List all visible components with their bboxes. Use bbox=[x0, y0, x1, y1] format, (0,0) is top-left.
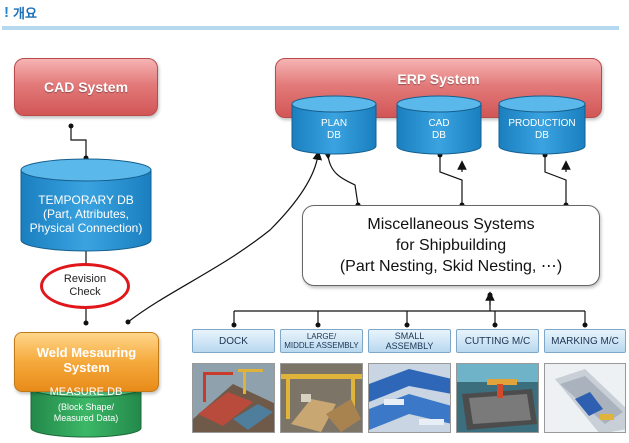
erp-system-label: ERP System bbox=[397, 71, 480, 87]
weld-measuring-system-box: Weld Mesauring System bbox=[14, 332, 159, 392]
header-divider bbox=[2, 26, 619, 30]
misc-systems-box: Miscellaneous Systems for Shipbuilding (… bbox=[302, 205, 600, 286]
temporary-db-label: TEMPORARY DB (Part, Attributes, Physical… bbox=[29, 193, 143, 235]
assembly-photo bbox=[280, 363, 363, 433]
cad-system-label: CAD System bbox=[43, 79, 129, 95]
small-assembly-photo bbox=[368, 363, 451, 433]
station-cutting-mc: CUTTING M/C bbox=[456, 329, 539, 353]
dock-photo bbox=[192, 363, 275, 433]
section-header: ! 개요 bbox=[4, 3, 37, 21]
measure-db-label: MEASURE DB (Block Shape/ Measured Data) bbox=[49, 386, 123, 423]
section-title: 개요 bbox=[13, 5, 37, 21]
misc-line-3: (Part Nesting, Skid Nesting, ⋯) bbox=[339, 258, 563, 275]
misc-line-2: for Shipbuilding bbox=[395, 237, 507, 254]
station-dock: DOCK bbox=[192, 329, 275, 353]
erp-system-box: ERP System bbox=[275, 58, 602, 118]
marking-machine-photo bbox=[544, 363, 626, 433]
station-marking-mc: MARKING M/C bbox=[544, 329, 626, 353]
cad-system-box: CAD System bbox=[14, 58, 158, 116]
misc-line-1: Miscellaneous Systems bbox=[367, 216, 535, 233]
revision-check-node: Revision Check bbox=[40, 263, 130, 309]
exclamation-icon: ! bbox=[4, 3, 9, 21]
station-large-middle-assembly: LARGE/MIDDLE ASSEMBLY bbox=[280, 329, 363, 353]
cutting-machine-photo bbox=[456, 363, 539, 433]
